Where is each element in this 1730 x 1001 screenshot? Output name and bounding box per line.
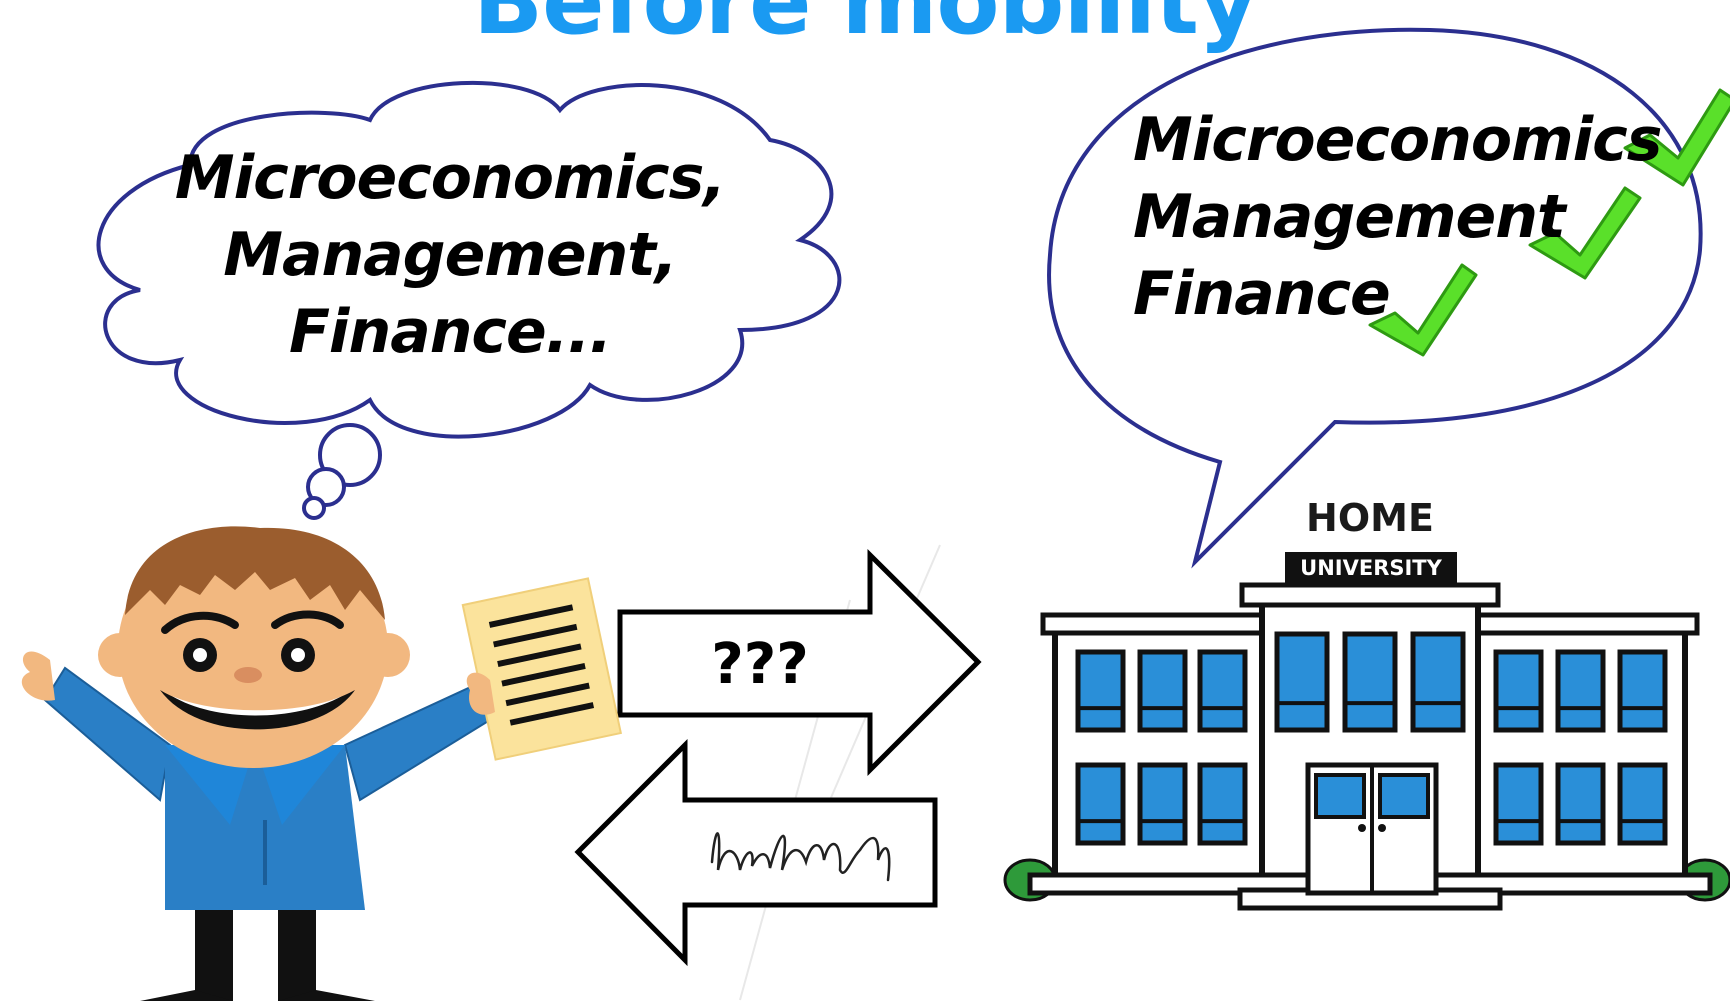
window bbox=[1197, 649, 1248, 733]
return-arrow bbox=[574, 738, 938, 967]
speech-line: Finance bbox=[1133, 259, 1391, 329]
request-arrow bbox=[617, 549, 982, 777]
checkmark-icon bbox=[1368, 263, 1478, 357]
document-icon bbox=[461, 577, 623, 761]
building-windows bbox=[1075, 631, 1668, 846]
window bbox=[1555, 762, 1606, 846]
speech-line: Microeconomics bbox=[1133, 105, 1662, 175]
speech-line: Management bbox=[1133, 182, 1566, 252]
checkmark-icon bbox=[1528, 186, 1642, 280]
signature-mark bbox=[710, 832, 891, 882]
request-arrow-label: ??? bbox=[711, 632, 809, 697]
window bbox=[1617, 649, 1668, 733]
window bbox=[1342, 631, 1398, 733]
check-marks bbox=[1368, 88, 1730, 357]
window bbox=[1555, 649, 1606, 733]
window bbox=[1410, 631, 1466, 733]
window bbox=[1617, 762, 1668, 846]
checkmark-icon bbox=[1623, 88, 1730, 187]
student-figure bbox=[21, 526, 492, 1001]
window bbox=[1075, 649, 1126, 733]
window bbox=[1274, 631, 1330, 733]
thought-line: Microeconomics, bbox=[174, 143, 726, 213]
thought-line: Management, bbox=[223, 220, 677, 290]
page-title: Before mobility bbox=[472, 0, 1258, 55]
home-sign-label: HOME bbox=[1306, 496, 1434, 540]
thought-bubble-text: Microeconomics, Management, Finance... bbox=[165, 140, 735, 371]
window bbox=[1075, 762, 1126, 846]
window bbox=[1137, 649, 1188, 733]
thought-cloud bbox=[96, 80, 842, 520]
speech-bubble bbox=[1047, 27, 1703, 569]
university-sign-label: UNIVERSITY bbox=[1300, 556, 1442, 580]
window bbox=[1493, 649, 1544, 733]
window bbox=[1197, 762, 1248, 846]
thought-line: Finance... bbox=[288, 297, 612, 367]
window bbox=[1493, 762, 1544, 846]
window bbox=[1137, 762, 1188, 846]
